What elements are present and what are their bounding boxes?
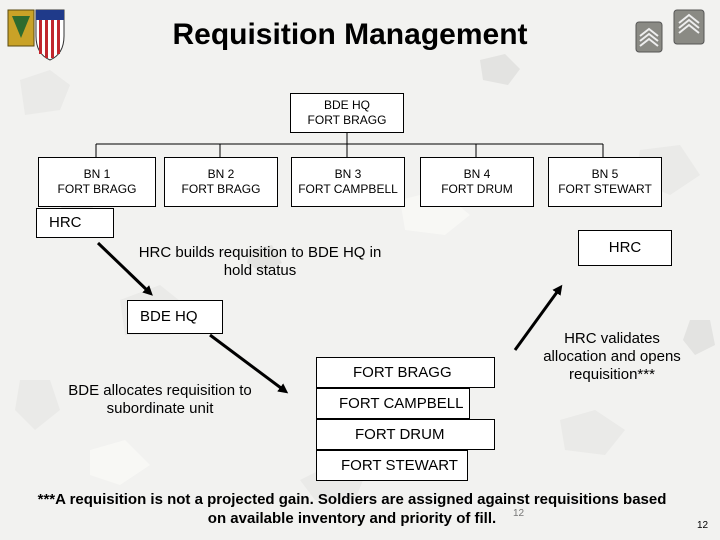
node-line2: FORT BRAGG xyxy=(181,182,261,196)
node-line2: FORT DRUM xyxy=(441,182,513,196)
hrc-validates-text: HRC validates allocation and opens requi… xyxy=(528,330,696,384)
fort-label: FORT CAMPBELL xyxy=(339,394,464,412)
rank-insignia-icon xyxy=(635,9,705,53)
org-node-bn2: BN 2 FORT BRAGG xyxy=(164,157,278,207)
fort-box-bragg: FORT BRAGG xyxy=(316,357,495,388)
text-line: allocation and opens xyxy=(543,348,681,365)
page-title: Requisition Management xyxy=(172,18,528,51)
org-node-bn3: BN 3 FORT CAMPBELL xyxy=(291,157,405,207)
text-line: hold status xyxy=(223,262,297,279)
fort-label: FORT DRUM xyxy=(355,425,445,443)
node-line1: BN 1 xyxy=(83,167,111,181)
bde-hq-box: BDE HQ xyxy=(127,300,223,334)
hrc-label: HRC xyxy=(49,214,82,231)
regimental-crest-icon xyxy=(7,9,65,61)
node-line1: BN 3 xyxy=(334,167,362,181)
text-line: BDE allocates requisition to xyxy=(68,382,252,399)
node-line2: FORT CAMPBELL xyxy=(298,182,398,196)
org-node-bn1: BN 1 FORT BRAGG xyxy=(38,157,156,207)
hrc-builds-text: HRC builds requisition to BDE HQ in hold… xyxy=(120,244,400,280)
org-node-bn4: BN 4 FORT DRUM xyxy=(420,157,534,207)
arrow-bde-to-forts xyxy=(209,333,289,394)
text-line: subordinate unit xyxy=(106,400,214,417)
footnote-line2: on available inventory and priority of f… xyxy=(207,510,497,527)
hrc-label: HRC xyxy=(608,239,642,256)
footnote-line1: ***A requisition is not a projected gain… xyxy=(37,491,667,508)
arrow-forts-to-hrc xyxy=(513,284,563,351)
inline-slide-number: 12 xyxy=(513,508,525,519)
hrc-box-left: HRC xyxy=(36,208,114,238)
bde-hq-label: BDE HQ xyxy=(140,308,198,325)
text-line: HRC builds requisition to BDE HQ in xyxy=(138,244,382,261)
fort-label: FORT STEWART xyxy=(341,456,458,474)
footnote: ***A requisition is not a projected gain… xyxy=(10,490,694,528)
node-line1: BN 4 xyxy=(463,167,491,181)
text-line: HRC validates xyxy=(564,330,660,347)
node-line1: BN 2 xyxy=(207,167,235,181)
node-line1: BDE HQ xyxy=(323,98,370,112)
fort-box-drum: FORT DRUM xyxy=(316,419,495,450)
node-line2: FORT BRAGG xyxy=(307,113,387,127)
fort-label: FORT BRAGG xyxy=(353,363,452,381)
node-line2: FORT STEWART xyxy=(558,182,652,196)
node-line1: BN 5 xyxy=(591,167,619,181)
org-node-bn5: BN 5 FORT STEWART xyxy=(548,157,662,207)
fort-box-campbell: FORT CAMPBELL xyxy=(316,388,470,419)
node-line2: FORT BRAGG xyxy=(57,182,137,196)
slide-number: 12 xyxy=(697,520,709,531)
arrow-hrc-to-bde xyxy=(96,241,153,296)
org-node-bde-hq: BDE HQ FORT BRAGG xyxy=(290,93,404,133)
hrc-box-right: HRC xyxy=(578,230,672,266)
text-line: requisition*** xyxy=(569,366,655,383)
fort-box-stewart: FORT STEWART xyxy=(316,450,468,481)
bde-allocates-text: BDE allocates requisition to subordinate… xyxy=(50,382,270,418)
